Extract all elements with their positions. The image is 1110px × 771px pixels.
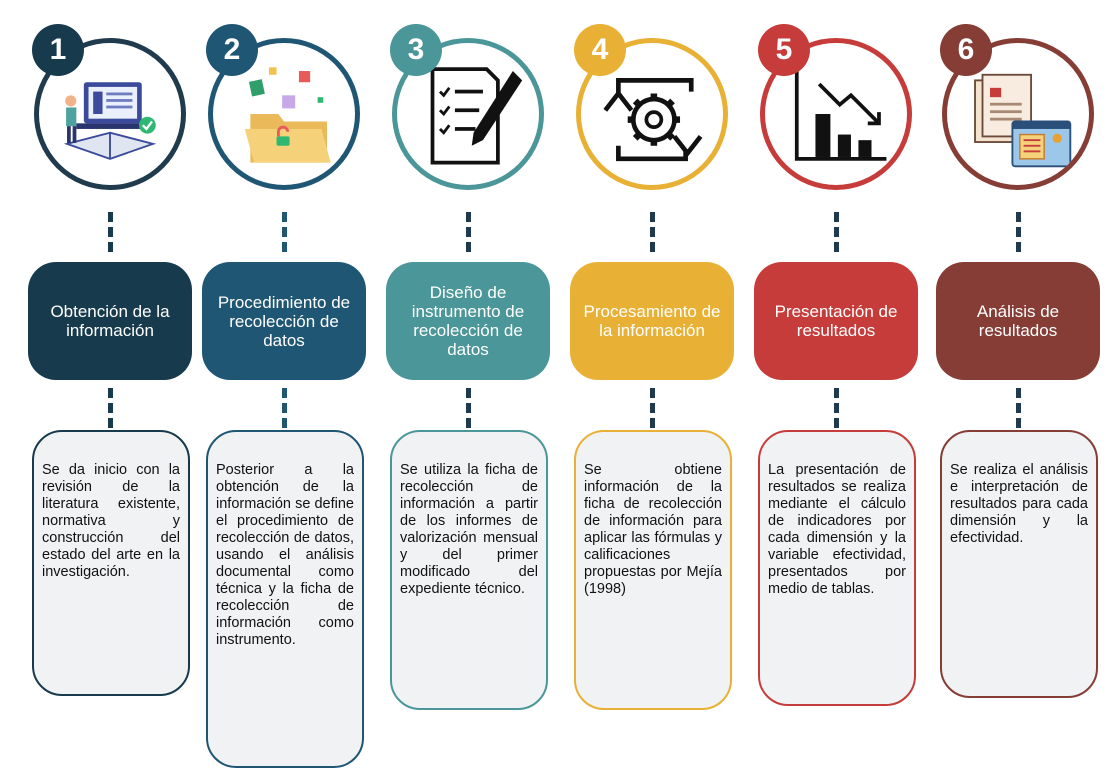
step-6: 6 Análisis de resultados Se realiza el a… [930, 0, 1110, 771]
step-3-description: Se utiliza la ficha de recolección de in… [390, 430, 548, 710]
step-1-circle [34, 38, 186, 190]
step-2-description: Posterior a la obtención de la informaci… [206, 430, 364, 768]
step-2-connector-top [282, 212, 292, 252]
step-2: 2 Procedimiento de recolección de datos … [196, 0, 376, 771]
step-1-number-badge: 1 [32, 24, 84, 76]
step-4-description: Se obtiene información de la ficha de re… [574, 430, 732, 710]
step-2-title: Procedimiento de recolección de datos [202, 262, 366, 380]
step-5-description: La presentación de resultados se realiza… [758, 430, 916, 706]
step-1: 1 Obtención de la información Se da inic… [22, 0, 202, 771]
step-4-number-badge: 4 [574, 24, 626, 76]
step-1-connector-top [108, 212, 118, 252]
step-1-title: Obtención de la información [28, 262, 192, 380]
step-3-connector-top [466, 212, 476, 252]
checklist-pen-icon [430, 67, 523, 165]
step-5-connector-bottom [834, 388, 844, 428]
step-4: 4 Procesamiento de la información Se obt… [564, 0, 744, 771]
step-5-connector-top [834, 212, 844, 252]
step-5: 5 Presentación de resultados La presenta… [748, 0, 928, 771]
step-6-title: Análisis de resultados [936, 262, 1100, 380]
laptop-reading-icon [63, 82, 157, 160]
documents-analysis-icon [974, 73, 1072, 168]
step-6-description: Se realiza el análisis e interpretación … [940, 430, 1098, 698]
step-4-title: Procesamiento de la información [570, 262, 734, 380]
step-3-circle [392, 38, 544, 190]
bar-chart-down-icon [794, 71, 887, 161]
step-6-connector-top [1016, 212, 1026, 252]
step-2-circle [208, 38, 360, 190]
step-2-number-badge: 2 [206, 24, 258, 76]
step-2-connector-bottom [282, 388, 292, 428]
step-6-connector-bottom [1016, 388, 1026, 428]
step-1-connector-bottom [108, 388, 118, 428]
step-3-title: Diseño de instrumento de recolección de … [386, 262, 550, 380]
step-5-title: Presentación de resultados [754, 262, 918, 380]
step-4-connector-top [650, 212, 660, 252]
step-5-number-badge: 5 [758, 24, 810, 76]
step-6-number-badge: 6 [940, 24, 992, 76]
gear-process-icon [603, 78, 703, 162]
step-1-description: Se da inicio con la revisión de la liter… [32, 430, 190, 696]
step-4-connector-bottom [650, 388, 660, 428]
step-3: 3 Diseño de instrumento de recolección d… [380, 0, 560, 771]
open-folder-icon [244, 67, 331, 163]
step-3-connector-bottom [466, 388, 476, 428]
step-3-number-badge: 3 [390, 24, 442, 76]
